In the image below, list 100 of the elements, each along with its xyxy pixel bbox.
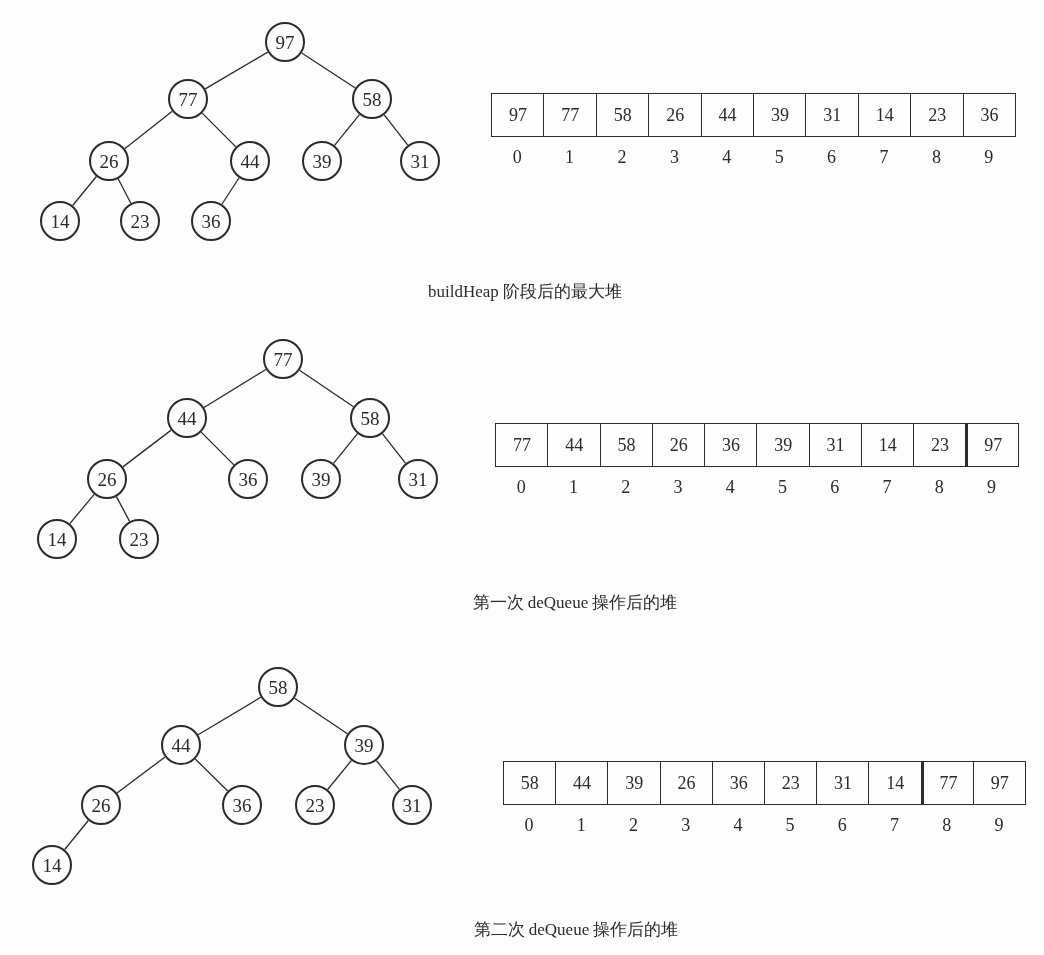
array-index: 9 [993,815,1005,835]
array-index: 4 [721,147,733,167]
heap-node: 39 [301,459,341,499]
heap-node: 44 [167,398,207,438]
array-index: 8 [941,815,953,835]
tree-edge [72,175,97,207]
array-index: 1 [575,815,587,835]
array-index: 0 [523,815,535,835]
array-cell: 31 [816,761,870,805]
array-index: 3 [680,815,692,835]
array-cell: 58 [503,761,557,805]
tree-edge [194,758,229,792]
tree-edge [332,432,359,465]
array-cell: 26 [659,761,714,805]
array-index: 7 [878,147,890,167]
array-index: 2 [620,477,632,497]
heap-node: 23 [295,785,335,825]
tree-edge [201,112,237,148]
array-index: 0 [511,147,523,167]
tree-edge [204,51,269,90]
heap-node: 39 [344,725,384,765]
array-cell: 39 [756,423,810,467]
array-cell: 77 [920,761,975,805]
tree-edge [383,114,409,146]
heap-node: 23 [120,201,160,241]
array-index: 7 [889,815,900,835]
array-cell: 31 [808,423,863,467]
tree-edge [375,759,401,791]
array-index: 2 [628,815,639,835]
heap-node: 39 [302,141,342,181]
array-cell: 97 [972,761,1027,805]
heap-node: 58 [258,667,298,707]
array-index: 9 [983,147,995,167]
array-cell: 23 [913,423,967,467]
array-index: 5 [784,815,796,835]
array-cell: 97 [491,93,545,137]
array-cell: 26 [651,423,706,467]
array-cell: 23 [910,93,965,137]
tree-edge [69,493,95,525]
heap-node: 77 [263,339,303,379]
tree-edge [200,431,235,466]
array-index: 3 [672,477,684,497]
tree-edge [327,759,352,791]
heap-node: 26 [81,785,121,825]
heap-node: 58 [352,79,392,119]
array-index: 4 [724,477,736,497]
array-index: 1 [567,477,579,497]
array-cell: 58 [595,93,650,137]
figure-caption: 第一次 deQueue 操作后的堆 [472,592,678,614]
array-cell: 26 [648,93,703,137]
heap-node: 31 [398,459,438,499]
array-cell: 97 [965,423,1019,467]
array-index: 5 [776,477,788,497]
array-index: 2 [616,147,628,167]
array-cell: 14 [857,93,912,137]
heap-node: 36 [222,785,262,825]
array-cell: 77 [495,423,549,467]
array-index: 4 [732,815,744,835]
tree-edge [117,178,132,204]
array-index: 9 [985,477,997,497]
heap-node: 26 [87,459,127,499]
heap-node: 31 [400,141,440,181]
array-index: 0 [515,477,527,497]
array-index: 8 [930,147,942,167]
tree-edge [298,369,355,408]
tree-edge [124,110,173,150]
heap-node: 26 [89,141,129,181]
array-cell: 39 [753,93,807,137]
array-cell: 44 [555,761,609,805]
array-cell: 44 [700,93,755,137]
array-cell: 58 [599,423,654,467]
array-index: 3 [668,147,680,167]
heap-node: 31 [392,785,432,825]
array-cell: 36 [962,93,1017,137]
heap-node: 58 [350,398,390,438]
tree-edge [122,429,172,468]
array-index: 5 [773,147,785,167]
tree-edge [221,177,240,205]
tree-edge [203,368,267,409]
array-cell: 31 [805,93,860,137]
tree-edge [115,496,131,522]
heap-node: 23 [119,519,159,559]
array-index: 1 [564,147,576,167]
array-index: 8 [933,477,945,497]
heap-node: 44 [230,141,270,181]
tree-edge [293,697,349,735]
tree-edge [64,819,89,851]
figure-caption: buildHeap 阶段后的最大堆 [427,281,623,303]
array-index: 7 [881,477,893,497]
array-index: 6 [826,147,838,167]
array-cell: 44 [547,423,601,467]
tree-edge [333,113,361,147]
heap-node: 44 [161,725,201,765]
tree-edge [197,696,262,736]
tree-edge [301,52,356,89]
array-cell: 14 [868,761,923,805]
tree-edge [381,433,407,464]
tree-edge [116,756,166,794]
heap-node: 97 [265,22,305,62]
array-cell: 36 [711,761,766,805]
